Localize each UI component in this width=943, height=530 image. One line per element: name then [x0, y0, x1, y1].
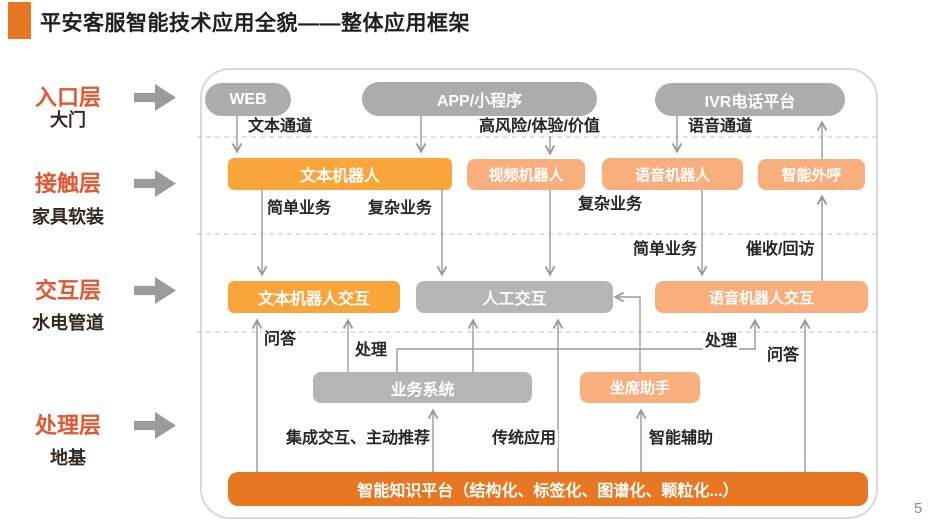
node-agent-assistant: 坐席助手	[580, 372, 700, 403]
node-voice-robot-interaction: 语音机器人交互	[655, 281, 868, 313]
layer-arrow-icon-contact	[134, 170, 176, 197]
layer-metaphor-entry: 大门	[50, 110, 86, 130]
edge-label-complex-business-2: 复杂业务	[576, 196, 645, 215]
layer-arrow-icon-interaction	[134, 277, 176, 304]
edge-label-process-left: 处理	[353, 342, 390, 361]
title-accent-bar	[8, 2, 31, 39]
edge-label-qa-right: 问答	[765, 347, 802, 366]
layer-name-interaction: 交互层	[34, 278, 101, 303]
layer-name-entry: 入口层	[34, 85, 101, 110]
edge-label-qa-left: 问答	[262, 331, 299, 350]
page-number: 5	[914, 500, 923, 517]
layer-name-contact: 接触层	[34, 171, 101, 196]
edge-label-process-right: 处理	[703, 333, 740, 352]
layer-arrow-icon-entry	[134, 84, 176, 111]
edge-label-complex-business-1: 复杂业务	[366, 200, 435, 219]
edge-label-simple-business-1: 简单业务	[265, 200, 334, 219]
node-text-robot: 文本机器人	[228, 158, 452, 190]
node-voice-robot: 语音机器人	[602, 158, 743, 190]
edge-label-ai-assist: 智能辅助	[647, 430, 716, 449]
layer-arrow-icon-processing	[134, 412, 176, 439]
edge-label-traditional-app: 传统应用	[490, 430, 559, 449]
node-knowledge-platform: 智能知识平台（结构化、标签化、图谱化、颗粒化...）	[228, 472, 868, 506]
edge-label-integration-recommend: 集成交互、主动推荐	[284, 430, 433, 449]
edge-label-collection-callback: 催收/回访	[744, 241, 817, 260]
edge-label-text-channel: 文本通道	[246, 118, 315, 137]
edge-label-voice-channel: 语音通道	[686, 118, 755, 137]
layer-metaphor-interaction: 水电管道	[32, 313, 104, 333]
node-web: WEB	[205, 83, 291, 116]
edge-label-risk-experience-value: 高风险/体验/价值	[477, 118, 602, 137]
node-smart-outbound: 智能外呼	[758, 159, 865, 190]
node-app-miniprogram: APP/小程序	[362, 82, 597, 116]
node-business-system: 业务系统	[313, 372, 532, 403]
slide-title: 平安客服智能技术应用全貌——整体应用框架	[40, 12, 470, 35]
node-video-robot: 视频机器人	[467, 159, 585, 190]
edge-label-simple-business-2: 简单业务	[631, 241, 700, 260]
node-text-robot-interaction: 文本机器人交互	[228, 281, 400, 313]
layer-name-processing: 处理层	[34, 413, 101, 438]
layer-metaphor-processing: 地基	[50, 448, 86, 468]
node-ivr-platform: IVR电话平台	[655, 83, 845, 116]
layer-metaphor-contact: 家具软装	[32, 207, 104, 227]
node-manual-interaction: 人工交互	[416, 281, 613, 313]
